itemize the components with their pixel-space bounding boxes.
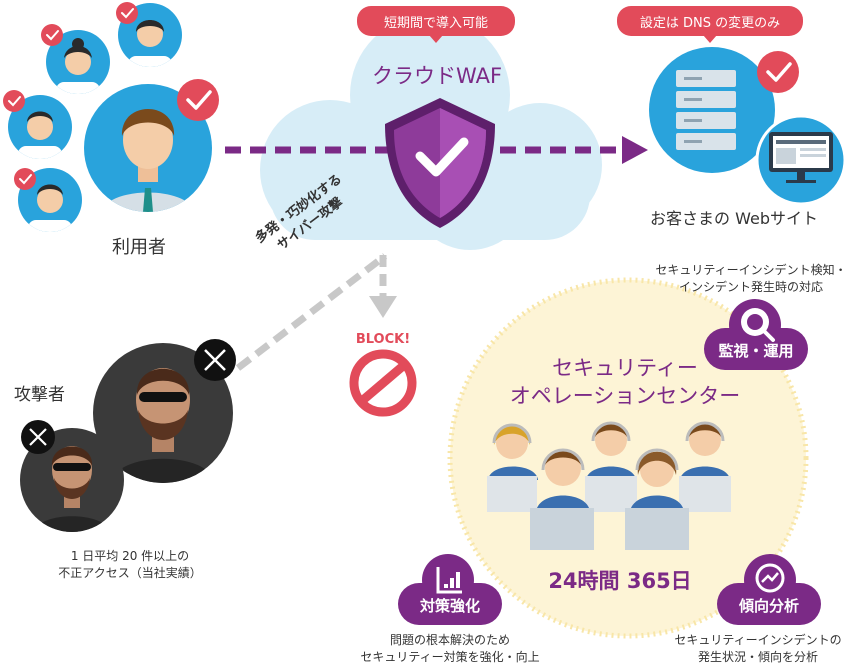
users-label: 利用者 xyxy=(112,237,166,258)
quick-deploy-badge: 短期間で導入可能 xyxy=(357,6,515,43)
service-cloud-monitoring xyxy=(704,299,808,370)
block-label: BLOCK! xyxy=(355,332,411,347)
website-icon xyxy=(649,47,847,206)
traffic-arrow xyxy=(225,136,648,164)
attack-arrow xyxy=(235,253,397,371)
countermeasure-label: 対策強化 xyxy=(419,597,480,615)
monitoring-desc-line2: インシデント発生時の対応 xyxy=(678,280,823,294)
countermeasure-desc: 問題の根本解決のため セキュリティー対策を強化・向上 xyxy=(340,632,560,666)
service-cloud-analysis xyxy=(717,554,821,625)
monitoring-desc-line1: セキュリティーインシデント検知・ xyxy=(655,263,847,277)
attackers-group xyxy=(20,339,236,532)
analysis-desc-line1: セキュリティーインシデントの xyxy=(674,633,842,647)
attack-stat: 1 日平均 20 件以上の 不正アクセス（当社実績） xyxy=(40,548,220,582)
soc-title-line2: オペレーションセンター xyxy=(509,384,741,408)
countermeasure-desc-line2: セキュリティー対策を強化・向上 xyxy=(360,650,540,664)
analysis-label: 傾向分析 xyxy=(738,597,799,615)
service-cloud-countermeasure xyxy=(398,554,502,625)
waf-title: クラウドWAF xyxy=(371,64,503,88)
quick-deploy-label: 短期間で導入可能 xyxy=(383,15,488,31)
dns-only-label: 設定は DNS の変更のみ xyxy=(639,15,781,31)
soc-operators xyxy=(487,421,731,550)
website-label: お客さまの Webサイト xyxy=(650,209,818,228)
attack-stat-line2: 不正アクセス（当社実績） xyxy=(58,566,202,580)
block-icon xyxy=(349,349,417,417)
soc-title-line1: セキュリティー xyxy=(552,356,698,380)
monitoring-desc: セキュリティーインシデント検知・ インシデント発生時の対応 xyxy=(640,262,862,296)
countermeasure-desc-line1: 問題の根本解決のため xyxy=(389,633,510,647)
monitoring-label: 監視・運用 xyxy=(718,342,794,360)
soc-title: セキュリティー オペレーションセンター xyxy=(470,354,780,410)
check-icon xyxy=(3,2,219,190)
soc-hours: 24時間 365日 xyxy=(548,569,692,593)
attacker-label: 攻撃者 xyxy=(14,385,65,405)
dns-only-badge: 設定は DNS の変更のみ xyxy=(617,6,803,43)
analysis-desc-line2: 発生状況・傾向を分析 xyxy=(697,650,818,664)
users-group xyxy=(8,3,212,232)
analysis-desc: セキュリティーインシデントの 発生状況・傾向を分析 xyxy=(658,632,858,666)
attack-stat-line1: 1 日平均 20 件以上の xyxy=(70,549,190,563)
shield-icon xyxy=(385,98,495,228)
